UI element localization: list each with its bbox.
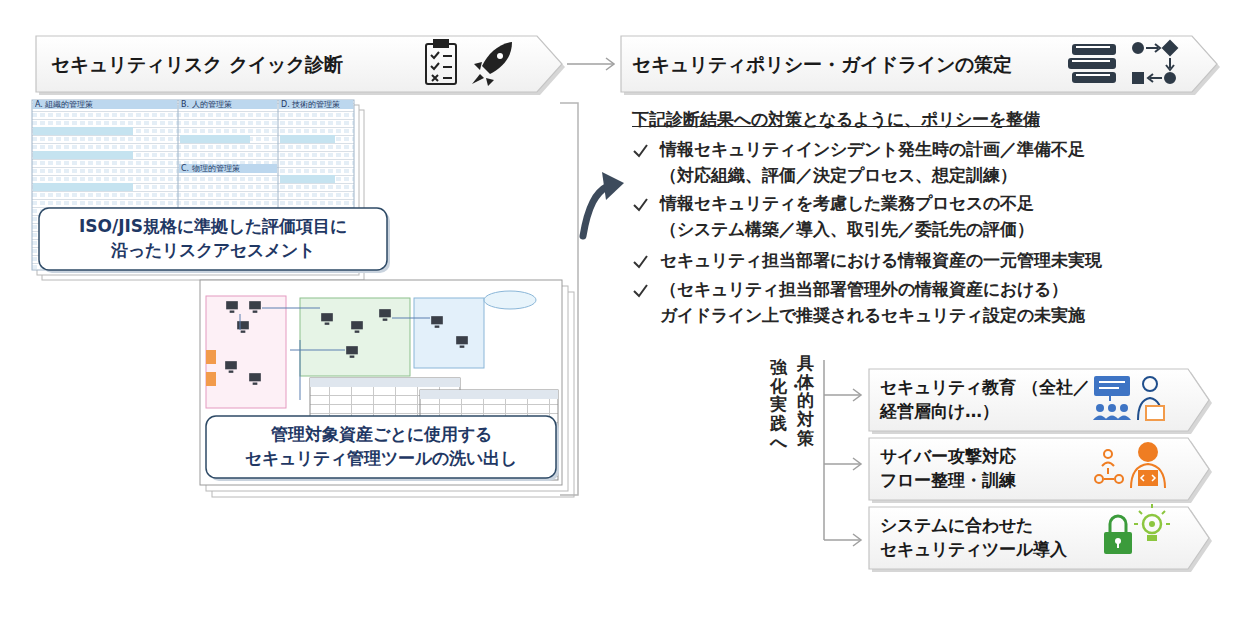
node-text: サイバー攻撃対応 フロー整理・訓練 — [880, 445, 1112, 493]
text-group: ISO/JIS規格に準拠した評価項目に 沿ったリスクアセスメント — [44, 215, 382, 263]
text-group: セキュリティ教育 （全社／経営層向け…） — [880, 376, 1112, 424]
callout-box: 管理対象資産ごとに使用する セキュリティ管理ツールの洗い出し — [205, 415, 557, 479]
check-marks — [634, 145, 647, 296]
curved-arrow-head — [602, 172, 624, 200]
node-text: セキュリティリスク クイック診断 — [51, 51, 343, 78]
vertical-label: 具体的対策 — [797, 354, 814, 447]
education-icon — [1093, 376, 1164, 420]
issue-item: （セキュリティ担当部署管理外の情報資産における） ガイドライン上で推奨されるセキ… — [660, 276, 1125, 328]
rocket-icon — [472, 42, 512, 86]
text-group: サイバー攻撃対応 フロー整理・訓練 — [880, 445, 1112, 493]
callout-shape — [206, 416, 556, 478]
table-heading: D. 技術的管理策 — [281, 100, 353, 109]
banner-shape — [869, 438, 1209, 500]
table-heading: A. 組織的管理策 — [35, 100, 175, 109]
section-heading: 下記診断結果への対策となるように、ポリシーを整備 — [632, 106, 1102, 132]
table-heading: C. 物理的管理策 — [181, 164, 276, 173]
callout-shape — [39, 208, 387, 270]
banner-shape — [869, 369, 1209, 431]
branch-lines — [824, 360, 861, 546]
node-text: セキュリティポリシー・ガイドラインの策定 — [632, 51, 1012, 78]
banner-shape — [621, 36, 1217, 92]
connector-arrow — [567, 63, 614, 65]
callout-box: ISO/JIS規格に準拠した評価項目に 沿ったリスクアセスメント — [38, 207, 388, 271]
clipboard-icon — [426, 40, 456, 84]
text-group: セキュリティポリシー・ガイドラインの策定 — [632, 51, 1012, 78]
issue-item: 情報セキュリティインシデント発生時の計画／準備不足 （対応組織、評価／決定プロセ… — [660, 136, 1105, 188]
banner-shape — [36, 36, 562, 92]
bracket — [560, 103, 578, 495]
title-banner: セキュリティポリシー・ガイドラインの策定 — [620, 35, 1218, 93]
table-heading: B. 人的管理策 — [181, 100, 276, 109]
books-icon — [1068, 44, 1116, 83]
text-group: システムに合わせた セキュリティツール導入 — [880, 514, 1112, 562]
flow-icon — [1133, 41, 1177, 83]
cyber-response-icon — [1095, 443, 1165, 488]
node-text: システムに合わせた セキュリティツール導入 — [880, 514, 1112, 562]
measure-banner: システムに合わせた セキュリティツール導入 — [868, 506, 1210, 570]
node-text: 管理対象資産ごとに使用する セキュリティ管理ツールの洗い出し — [212, 423, 550, 471]
vertical-label: 強化・実践へ — [770, 358, 787, 451]
curved-arrow — [583, 186, 608, 236]
text-group: セキュリティリスク クイック診断 — [51, 51, 343, 78]
text-group: 管理対象資産ごとに使用する セキュリティ管理ツールの洗い出し — [212, 423, 550, 471]
measure-banner: セキュリティ教育 （全社／経営層向け…） — [868, 368, 1210, 432]
issue-item: セキュリティ担当部署における情報資産の一元管理未実現 — [660, 247, 1140, 273]
banner-shape — [869, 507, 1209, 569]
issue-item: 情報セキュリティを考慮した業務プロセスの不足 （システム構築／導入、取引先／委託… — [660, 190, 1055, 242]
network-screenshot — [200, 280, 574, 497]
node-text: セキュリティ教育 （全社／経営層向け…） — [880, 376, 1112, 424]
lock-bulb-icon — [1104, 504, 1170, 554]
node-text: ISO/JIS規格に準拠した評価項目に 沿ったリスクアセスメント — [44, 215, 382, 263]
